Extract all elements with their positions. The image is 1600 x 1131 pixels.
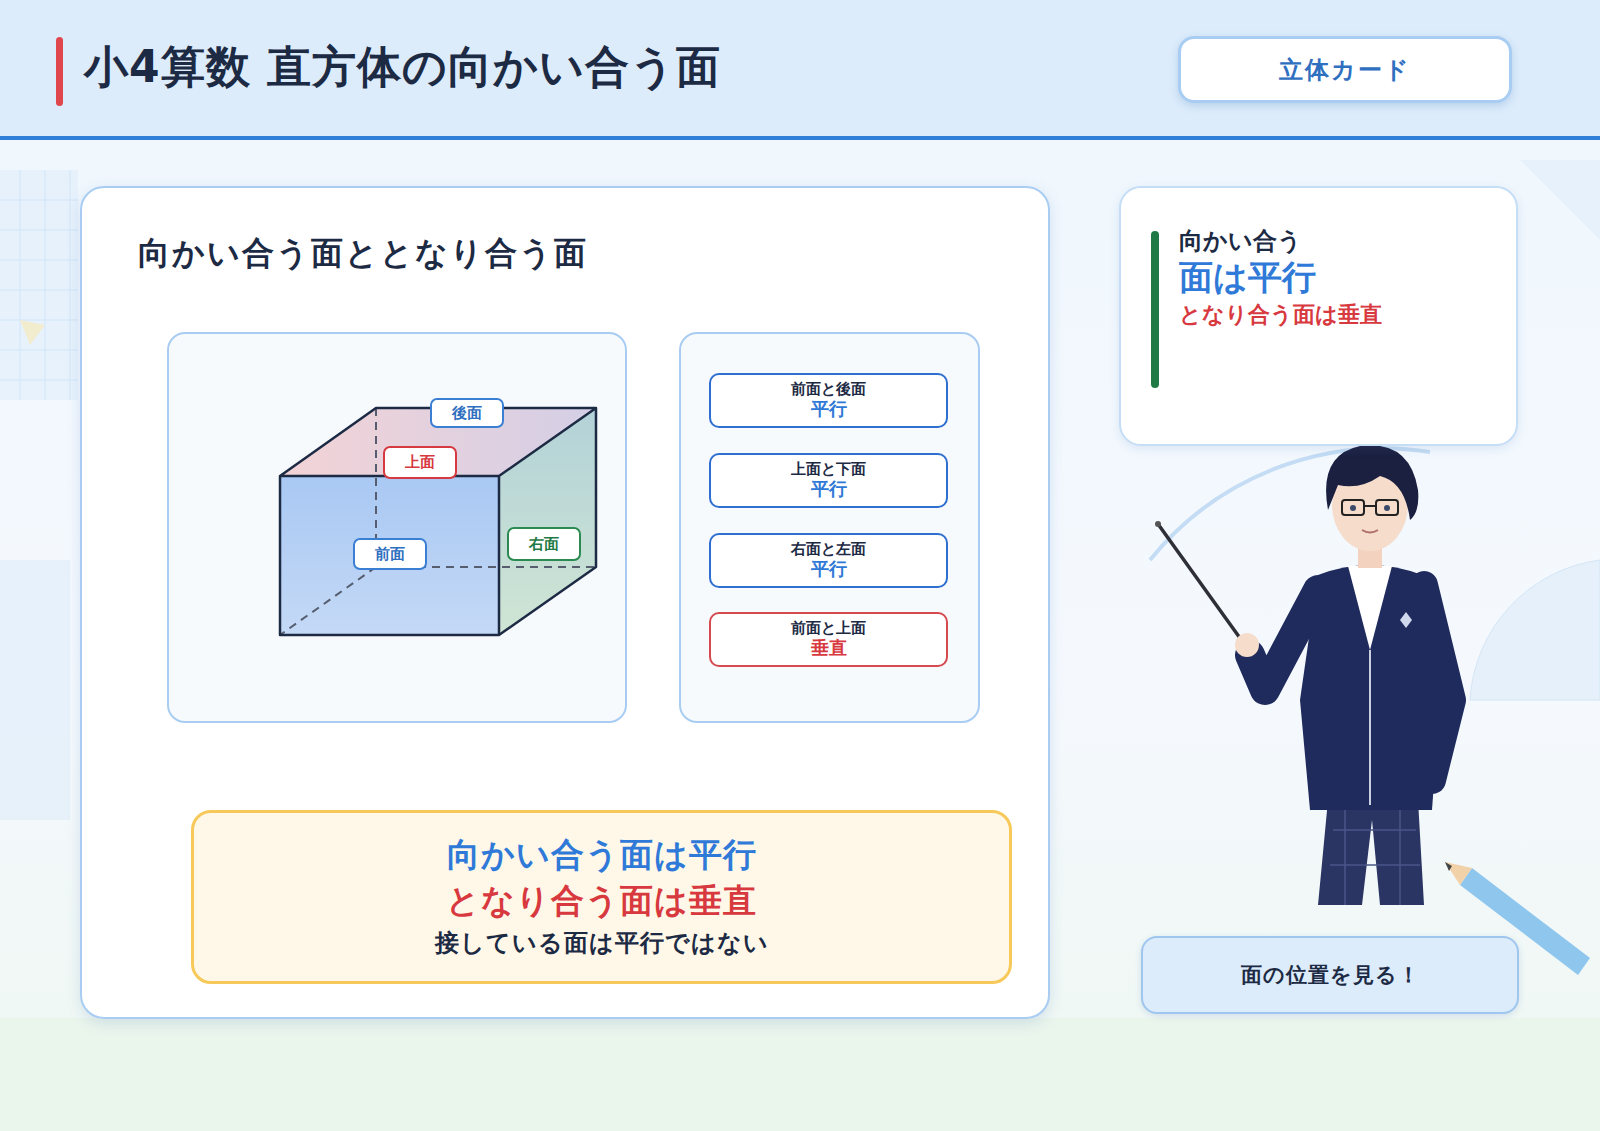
face-pair: 前面と後面 [791,380,866,398]
rule-text: 向かい合う面は平行 [447,832,757,878]
triangle-deco [20,320,45,345]
face-pair: 上面と下面 [791,460,866,478]
pencil-lead [1445,862,1452,871]
right-face [499,408,596,635]
hair [1326,445,1418,520]
mouth [1362,530,1378,533]
glasses [1342,500,1364,515]
face-name: 後面 [452,404,482,423]
front-face [280,476,499,635]
face-name: 上面 [405,453,435,472]
relation-card: 前面と上面垂直 [709,612,948,667]
relation: 平行 [811,478,847,501]
pointer-stick [1158,524,1250,652]
pin-badge [1400,612,1412,628]
visible-edges [280,408,596,635]
face-name: 右面 [529,535,559,554]
trousers [1318,800,1424,905]
face-name: 前面 [375,545,405,564]
jacket-line [1369,650,1371,805]
shirt [1348,566,1392,650]
panel-heading: 向かい合う面ととなり合う面 [138,232,588,276]
ruler-deco [1520,160,1600,240]
main-panel: 向かい合う面ととなり合う面後面上面前面右面前面と後面平行上面と下面平行右面と左面… [80,186,1050,1019]
face-pair: 右面と左面 [791,540,866,558]
header-badge: 立体カード [1178,36,1512,103]
eye [1350,505,1356,511]
plaid-lines [1330,800,1420,905]
eye [1384,505,1390,511]
face-label: 上面 [383,446,457,479]
pencil-tip [1445,862,1472,885]
grid-tile [0,170,78,400]
relation: 平行 [811,398,847,421]
hidden-edges [280,408,596,635]
face-label: 右面 [507,527,581,561]
badge-text: 立体カード [1279,54,1411,86]
point-text: となり合う面は垂直 [1179,298,1382,331]
accent-bar [56,37,63,106]
relation-card: 上面と下面平行 [709,453,948,508]
relation-card: 右面と左面平行 [709,533,948,588]
footer-band [0,1018,1600,1131]
rule-text: となり合う面は垂直 [446,878,757,924]
button-text: 面の位置を見る！ [1241,961,1420,989]
face-label: 後面 [430,398,504,428]
relation-card: 前面と後面平行 [709,373,948,428]
lowered-arm [1424,585,1452,780]
relation: 垂直 [811,637,847,660]
summary-box: 向かい合う面は平行となり合う面は垂直接している面は平行ではない [191,810,1012,984]
pointer-tip [1155,521,1161,527]
note-text: 接している面は平行ではない [435,924,769,962]
face-pair: 前面と上面 [791,619,866,637]
relation: 平行 [811,558,847,581]
point-card: 向かい合う面は平行となり合う面は垂直 [1119,186,1518,446]
protractor [1470,560,1600,700]
grid-lines [0,170,78,400]
teacher-character [1155,445,1452,905]
action-button: 面の位置を見る！ [1141,936,1519,1014]
face-label: 前面 [353,538,427,570]
hand [1235,633,1259,657]
point-text: 向かい合う [1179,226,1302,257]
glasses-bridge [1364,505,1376,507]
point-text: 面は平行 [1179,257,1316,298]
grid-tile [0,560,70,820]
slide-title: 小4算数 直方体の向かい合う面 [84,38,721,97]
glasses [1376,500,1398,515]
accent-bar [1151,231,1159,388]
grid-decoration [0,170,78,820]
